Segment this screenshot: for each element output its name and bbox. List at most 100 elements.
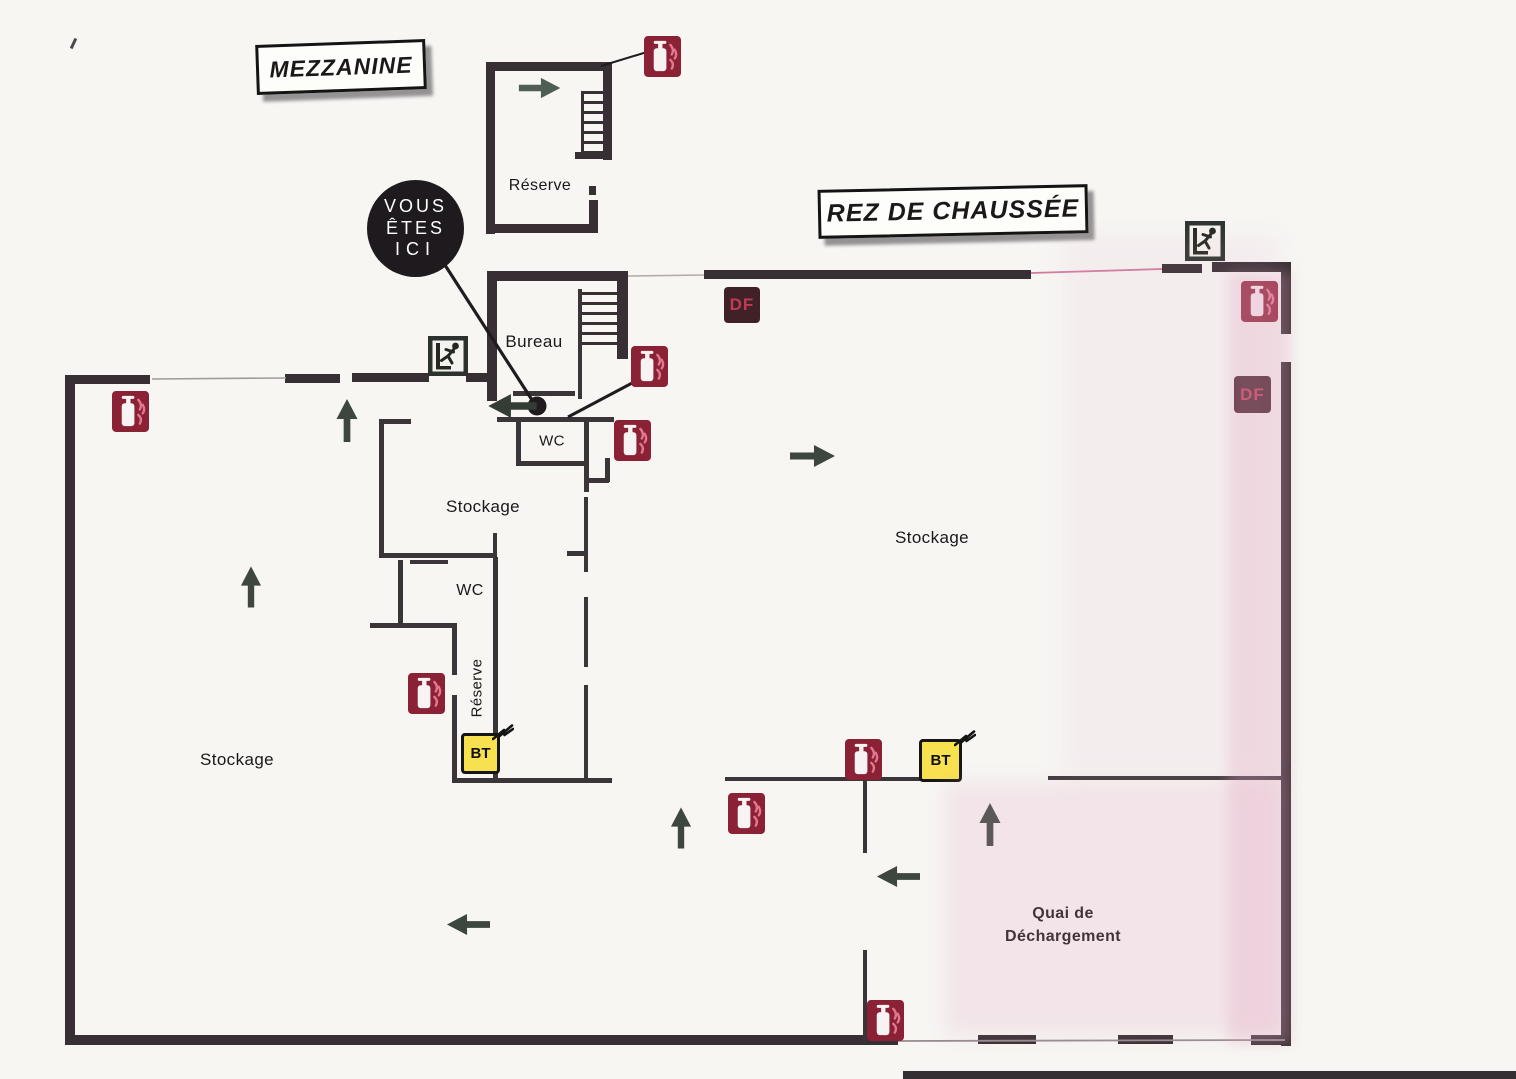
stairs-mezzanine: [581, 91, 606, 153]
fire-extinguisher-icon: [614, 420, 651, 461]
wall-thin: [410, 560, 448, 564]
wall-thin: [584, 497, 588, 572]
wall-thin: [1048, 776, 1283, 780]
fire-extinguisher-icon: [867, 1000, 904, 1041]
evacuation-arrow-left: [876, 864, 920, 889]
evacuation-arrow-right: [790, 443, 836, 469]
wall: [1281, 262, 1291, 334]
title-mezzanine-text: MEZZANINE: [268, 51, 413, 82]
wall: [617, 271, 628, 359]
evacuation-arrow-right: [517, 76, 563, 100]
fire-extinguisher-icon: [728, 793, 765, 834]
evacuation-arrow-left: [446, 912, 490, 937]
quai-label-line1: Quai de: [1032, 904, 1094, 922]
wall-thin: [516, 417, 521, 465]
wall: [487, 271, 497, 401]
emergency-exit-icon: [428, 336, 468, 376]
wall: [65, 375, 150, 384]
flash-bolt-icon: [954, 729, 976, 747]
title-mezzanine: MEZZANINE: [255, 39, 427, 95]
wall-thin: [379, 419, 384, 557]
room-label-stockage-center: Stockage: [445, 497, 521, 516]
fire-extinguisher-icon: [631, 346, 668, 387]
wall: [65, 1035, 898, 1045]
wall-thin: [516, 461, 587, 466]
room-label-stockage-right: Stockage: [894, 528, 970, 547]
wall: [704, 270, 1031, 279]
evacuation-arrow-up: [239, 565, 264, 607]
flash-bolt-icon: [492, 723, 514, 741]
wall: [486, 224, 598, 233]
room-label-wc-upper: WC: [539, 432, 565, 450]
wall-thin: [370, 623, 454, 628]
wall-thin: [584, 685, 588, 780]
room-label-wc-lower: WC: [456, 582, 484, 599]
room-label-mezzanine-reserve: Réserve: [508, 177, 572, 194]
wall: [1212, 262, 1291, 272]
bt-label: BT: [470, 745, 491, 762]
wall-thin: [452, 623, 457, 675]
wall-thin: [452, 695, 457, 780]
wall-thin: [493, 533, 497, 560]
evacuation-arrow-up: [669, 806, 694, 848]
df-badge: DF: [1234, 376, 1271, 413]
df-badge: DF: [724, 287, 760, 323]
room-label-reserve-corridor: Réserve: [468, 658, 486, 718]
wall: [486, 62, 495, 234]
wall: [285, 374, 340, 383]
wall: [487, 271, 628, 281]
wall-thin: [398, 560, 403, 628]
wall: [1281, 362, 1291, 1046]
wall-thin: [863, 777, 867, 853]
fire-extinguisher-icon: [112, 391, 149, 432]
evacuation-arrow-up: [334, 398, 360, 442]
wall: [1162, 264, 1202, 273]
wall-thin: [567, 551, 585, 556]
bt-badge: BT: [919, 739, 962, 782]
wall: [486, 62, 612, 71]
emergency-exit-icon: [1185, 221, 1225, 261]
wall: [1251, 1035, 1291, 1045]
wall: [589, 186, 596, 195]
fire-extinguisher-icon: [1241, 281, 1278, 322]
bt-label: BT: [930, 752, 951, 769]
wall-thin: [379, 553, 495, 558]
title-rez-de-chaussee: REZ DE CHAUSSÉE: [817, 184, 1089, 239]
wall-thin: [863, 950, 867, 1040]
wall-thin: [452, 778, 612, 783]
wall-thin: [379, 419, 411, 424]
wall-thin: [605, 458, 610, 482]
wall-thin: [497, 417, 614, 422]
fire-extinguisher-icon: [845, 739, 882, 780]
wall-thin: [584, 597, 588, 667]
wall-thin: [584, 417, 589, 492]
wall-thin: [725, 777, 938, 781]
wall-thin: [513, 391, 575, 396]
fire-extinguisher-icon: [644, 36, 681, 77]
wall: [589, 200, 598, 233]
you-are-here-line3: ICI: [394, 239, 436, 260]
wall: [603, 62, 612, 160]
wall: [352, 373, 429, 382]
bt-badge: BT: [461, 733, 500, 774]
scan-artifact-mark: [69, 37, 78, 50]
evacuation-arrow-left: [487, 392, 537, 420]
scan-artifact-bottom-strip: [903, 1071, 1516, 1079]
room-label-stockage-left: Stockage: [199, 750, 275, 769]
title-rez-de-chaussee-text: REZ DE CHAUSSÉE: [826, 194, 1080, 228]
wall: [978, 1035, 1036, 1044]
stairs-bureau: [582, 292, 617, 350]
wall: [1118, 1035, 1173, 1044]
wall-thin: [587, 478, 609, 483]
you-are-here-line2: ÊTES: [385, 217, 445, 238]
wall: [575, 152, 609, 159]
room-label-bureau: Bureau: [505, 332, 563, 351]
fire-extinguisher-icon: [408, 673, 445, 714]
wall: [466, 373, 489, 382]
wall: [65, 375, 75, 1045]
room-label-quai-dechargement: Quai de Déchargement: [1005, 902, 1121, 948]
quai-label-line2: Déchargement: [1005, 928, 1121, 945]
you-are-here-bubble: VOUS ÊTES ICI: [367, 180, 464, 277]
you-are-here-line1: VOUS: [383, 196, 447, 217]
